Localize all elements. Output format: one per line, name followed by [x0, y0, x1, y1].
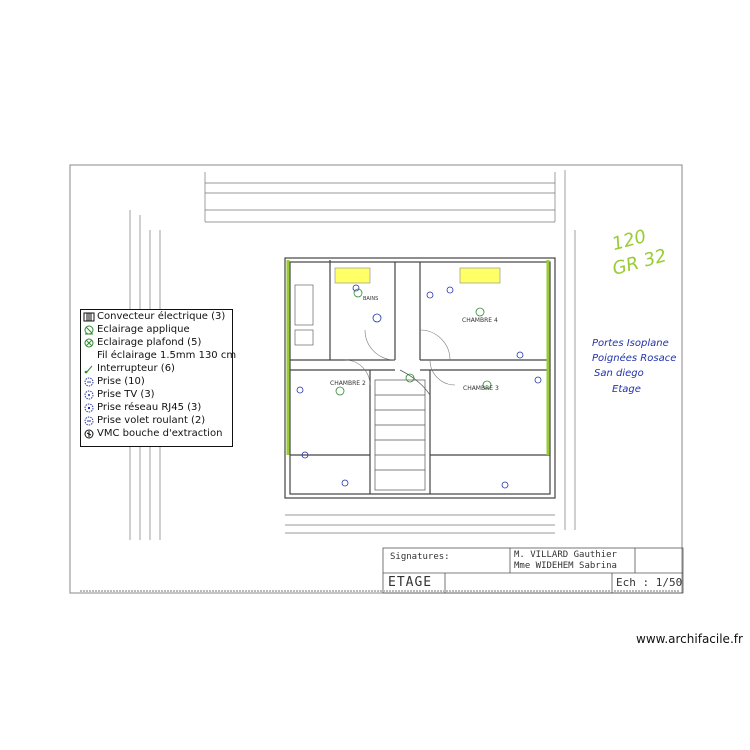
- electrical-symbols: [296, 284, 542, 489]
- legend-box: Convecteur électrique (3) Eclairage appl…: [80, 309, 236, 447]
- room-label-chambre4: CHAMBRE 4: [462, 317, 498, 324]
- staircase: [374, 369, 431, 491]
- legend-item: Prise TV (3): [83, 389, 155, 401]
- legend-label: VMC bouche d'extraction: [97, 428, 223, 439]
- bathroom-fixtures: [294, 267, 501, 346]
- legend-item: Eclairage plafond (5): [83, 337, 201, 349]
- wall-light-icon: [84, 325, 94, 335]
- legend-label: Convecteur électrique (3): [97, 311, 226, 322]
- legend-item: VMC bouche d'extraction: [83, 428, 222, 440]
- handwritten-note-level: Etage: [612, 384, 641, 395]
- handwritten-note-doors: Portes Isoplane: [592, 338, 669, 349]
- titleblock-scale: Ech : 1/50: [616, 576, 683, 589]
- legend-item: Prise volet roulant (2): [83, 415, 205, 427]
- legend-label: Prise réseau RJ45 (3): [97, 402, 202, 413]
- legend-label: Eclairage plafond (5): [97, 337, 202, 348]
- green-walls: [286, 260, 550, 455]
- titleblock-owner1: M. VILLARD Gauthier: [514, 550, 617, 560]
- drawing-frame: [69, 164, 683, 594]
- room-label-chambre3: CHAMBRE 3: [463, 385, 499, 392]
- vmc-icon: [84, 429, 94, 439]
- door-swings: [344, 329, 456, 386]
- titleblock-level: ETAGE: [388, 575, 433, 590]
- handwritten-note-handles: Poignées Rosace: [592, 353, 677, 364]
- legend-item: Eclairage applique: [83, 324, 190, 336]
- titleblock-owner2: Mme WIDEHEM Sabrina: [514, 561, 617, 571]
- room-label-bains: BAINS: [363, 296, 378, 302]
- legend-label: Eclairage applique: [97, 324, 190, 335]
- building-walls: [284, 257, 556, 499]
- titleblock-signatures: Signatures:: [390, 552, 450, 562]
- switch-icon: [84, 365, 93, 374]
- legend-item: Fil éclairage 1.5mm 130 cm: [83, 350, 236, 362]
- legend-item: Prise (10): [83, 376, 145, 388]
- tv-outlet-icon: [84, 390, 94, 400]
- title-block: [382, 547, 684, 594]
- convector-icon: [83, 312, 95, 322]
- rj45-outlet-icon: [84, 403, 94, 413]
- legend-item: Prise réseau RJ45 (3): [83, 402, 201, 414]
- ceiling-light-icon: [84, 338, 94, 348]
- legend-item: Interrupteur (6): [83, 363, 175, 375]
- shutter-outlet-icon: [84, 416, 94, 426]
- outlet-icon: [84, 377, 94, 387]
- watermark: www.archifacile.fr: [636, 632, 743, 646]
- legend-label: Prise (10): [97, 376, 145, 387]
- legend-label: Prise TV (3): [97, 389, 155, 400]
- ceiling-lights: [335, 288, 492, 396]
- legend-label: Interrupteur (6): [97, 363, 175, 374]
- legend-label: Fil éclairage 1.5mm 130 cm: [97, 350, 237, 361]
- handwritten-note-model: San diego: [594, 368, 644, 379]
- room-label-chambre2: CHAMBRE 2: [330, 380, 366, 387]
- legend-item: Convecteur électrique (3): [83, 311, 225, 323]
- legend-label: Prise volet roulant (2): [97, 415, 206, 426]
